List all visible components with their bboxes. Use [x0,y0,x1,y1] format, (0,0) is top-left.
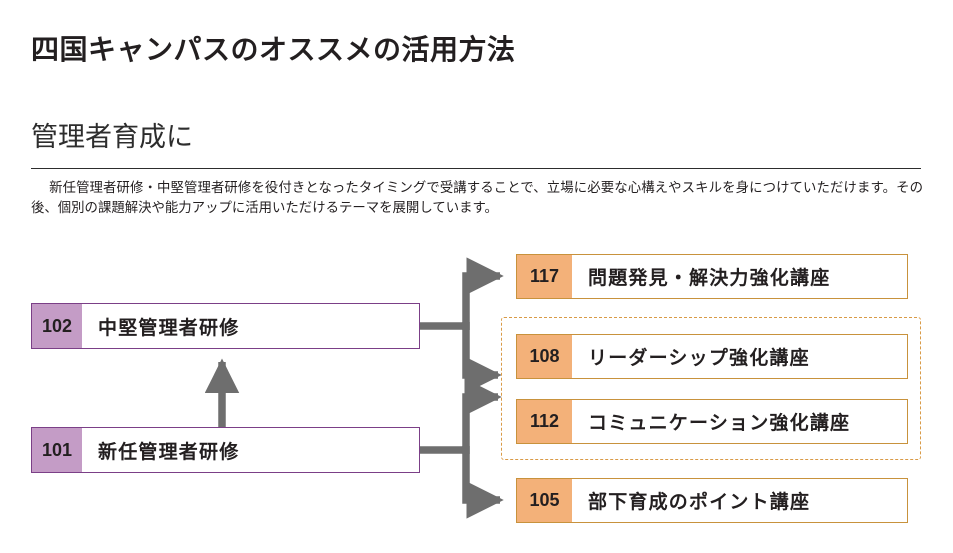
section-title: 管理者育成に [31,122,193,152]
node-112-communication-course[interactable]: 112 コミュニケーション強化講座 [516,399,908,444]
dashed-group-box [501,317,921,460]
node-112-label: コミュニケーション強化講座 [588,413,851,434]
node-105-subordinate-development-course[interactable]: 105 部下育成のポイント講座 [516,478,908,523]
connector-102-to-108 [462,322,502,394]
node-101-new-manager-training[interactable]: 101 新任管理者研修 [31,427,420,473]
connector-102-to-117 [462,257,504,330]
node-108-label: リーダーシップ強化講座 [588,348,810,369]
node-108-leadership-course[interactable]: 108 リーダーシップ強化講座 [516,334,908,379]
node-105-code: 105 [517,479,572,522]
connector-101-to-112 [462,378,502,454]
node-101-label: 新任管理者研修 [98,441,240,463]
node-117-problem-solving-course[interactable]: 117 問題発見・解決力強化講座 [516,254,908,299]
node-108-code: 108 [517,335,572,378]
node-112-code: 112 [517,400,572,443]
node-105-label: 部下育成のポイント講座 [588,492,811,513]
page-title: 四国キャンパスのオススメの活用方法 [31,34,516,65]
node-102-label: 中堅管理者研修 [98,317,240,339]
body-paragraph: 新任管理者研修・中堅管理者研修を役付きとなったタイミングで受講することで、立場に… [31,178,923,218]
node-102-mid-level-manager-training[interactable]: 102 中堅管理者研修 [31,303,420,349]
connector-101-to-105 [462,446,504,519]
node-117-label: 問題発見・解決力強化講座 [588,268,831,289]
body-paragraph-text: 新任管理者研修・中堅管理者研修を役付きとなったタイミングで受講することで、立場に… [31,180,923,215]
node-102-code: 102 [32,304,82,348]
node-101-code: 101 [32,428,82,472]
node-117-code: 117 [517,255,572,298]
header-divider [31,168,921,169]
